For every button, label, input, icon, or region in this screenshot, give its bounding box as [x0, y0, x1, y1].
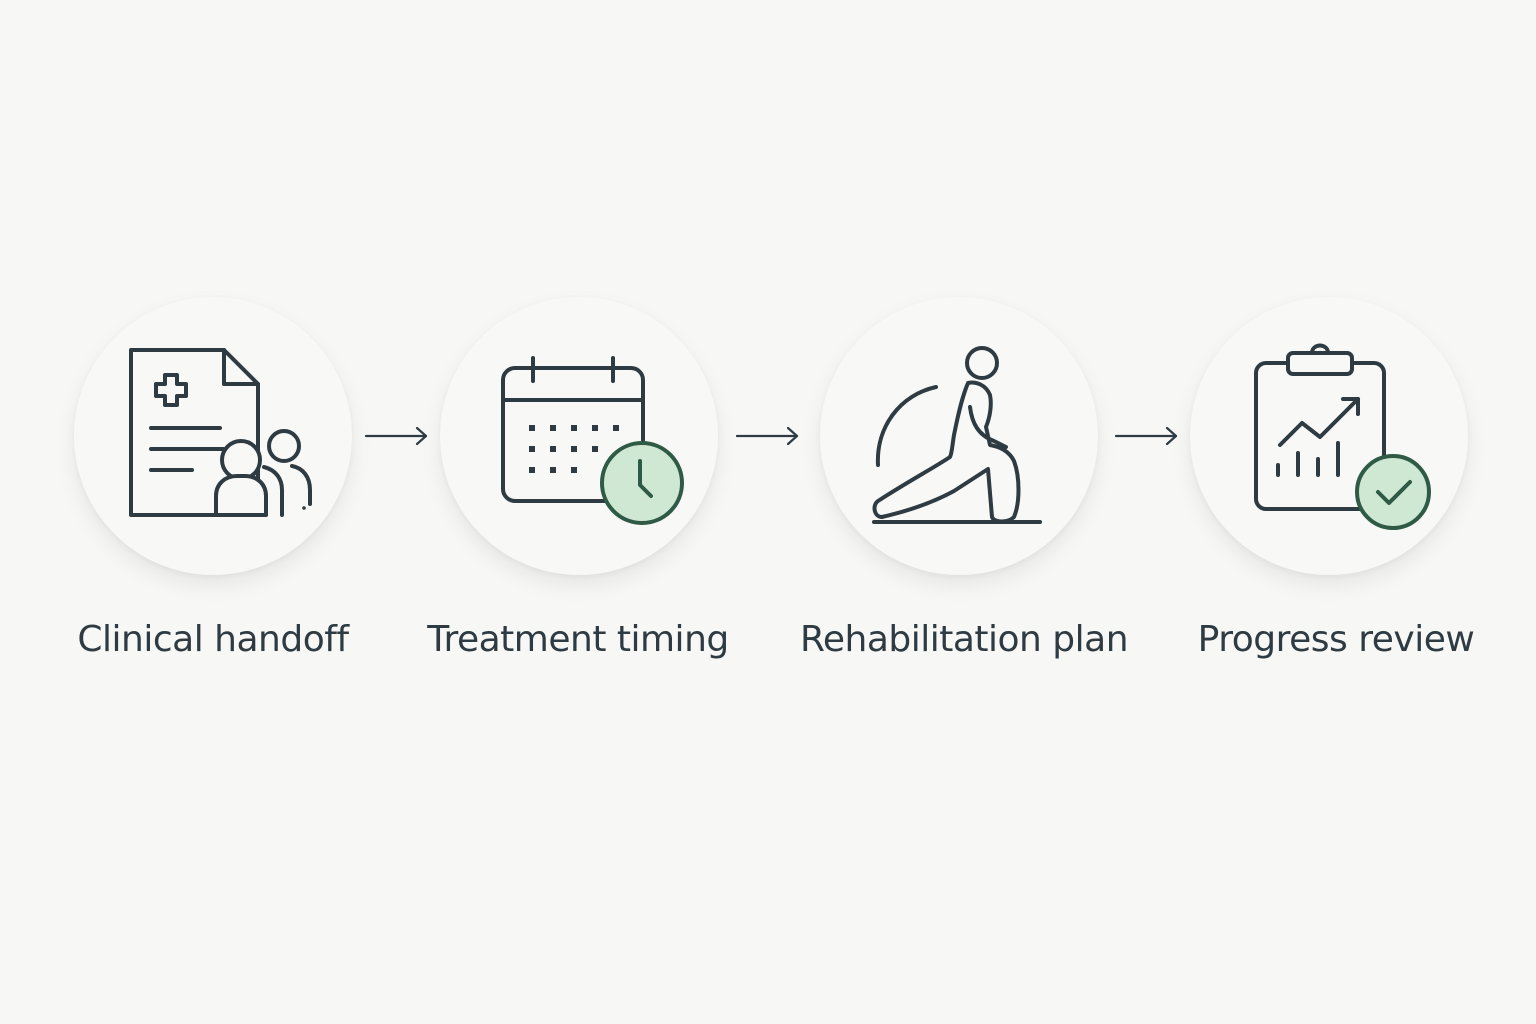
medical-document-people-icon [129, 348, 312, 517]
arrow-right-icon [364, 423, 430, 449]
clipboard-chart-check-icon [1254, 343, 1431, 530]
arrow-right-icon [1114, 423, 1180, 449]
step-label-rehabilitation-plan: Rehabilitation plan [799, 619, 1129, 660]
arrow-right-icon [735, 423, 801, 449]
stretching-person-icon [872, 346, 1042, 524]
step-clinical-handoff [74, 297, 352, 575]
step-label-progress-review: Progress review [1197, 619, 1475, 660]
step-label-clinical-handoff: Clinical handoff [77, 619, 349, 660]
step-progress-review [1190, 297, 1468, 575]
calendar-clock-icon [501, 356, 684, 525]
step-treatment-timing [440, 297, 718, 575]
step-rehabilitation-plan [820, 297, 1098, 575]
step-label-treatment-timing: Treatment timing [427, 619, 729, 660]
